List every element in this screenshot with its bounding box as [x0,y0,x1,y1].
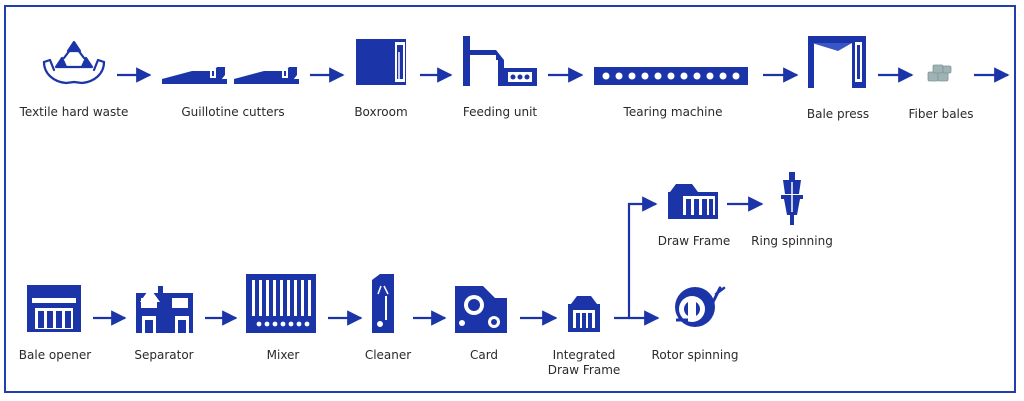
card-machine-icon [455,286,507,333]
label-integrated-line1: Integrated [552,348,616,362]
label-ring-spinning: Ring spinning [751,234,833,248]
tearing-machine-icon [594,67,748,85]
label-textile-hard-waste: Textile hard waste [19,105,129,119]
cleaner-icon [372,274,394,333]
label-fiber-bales: Fiber bales [908,107,974,121]
label-separator: Separator [134,348,194,362]
label-integrated-line2: Draw Frame [547,363,621,377]
feeding-unit-icon [463,36,537,86]
label-guillotine-cutters: Guillotine cutters [181,105,285,119]
bale-press-icon [808,36,866,88]
row2-arrows [93,196,764,326]
label-boxroom: Boxroom [354,105,408,119]
boxroom-icon [356,39,406,85]
guillotine-cutter-icon [162,67,299,84]
label-card: Card [469,348,499,362]
integrated-draw-frame-icon [568,296,600,332]
label-feeding-unit: Feeding unit [462,105,538,119]
label-tearing-machine: Tearing machine [623,105,723,119]
fiber-bales-icon [927,64,952,82]
recycle-hands-icon [42,40,106,85]
mixer-icon [246,274,316,333]
label-bale-opener: Bale opener [18,348,92,362]
label-draw-frame: Draw Frame [657,234,731,248]
diagram-frame [4,5,1016,393]
draw-frame-icon [668,184,718,219]
label-rotor-spinning: Rotor spinning [651,348,739,362]
bale-opener-icon [27,285,81,332]
ring-spinning-icon [781,172,803,225]
label-cleaner: Cleaner [364,348,412,362]
label-mixer: Mixer [266,348,300,362]
rotor-spinning-icon [675,286,726,327]
separator-icon [136,286,193,333]
label-bale-press: Bale press [806,107,870,121]
